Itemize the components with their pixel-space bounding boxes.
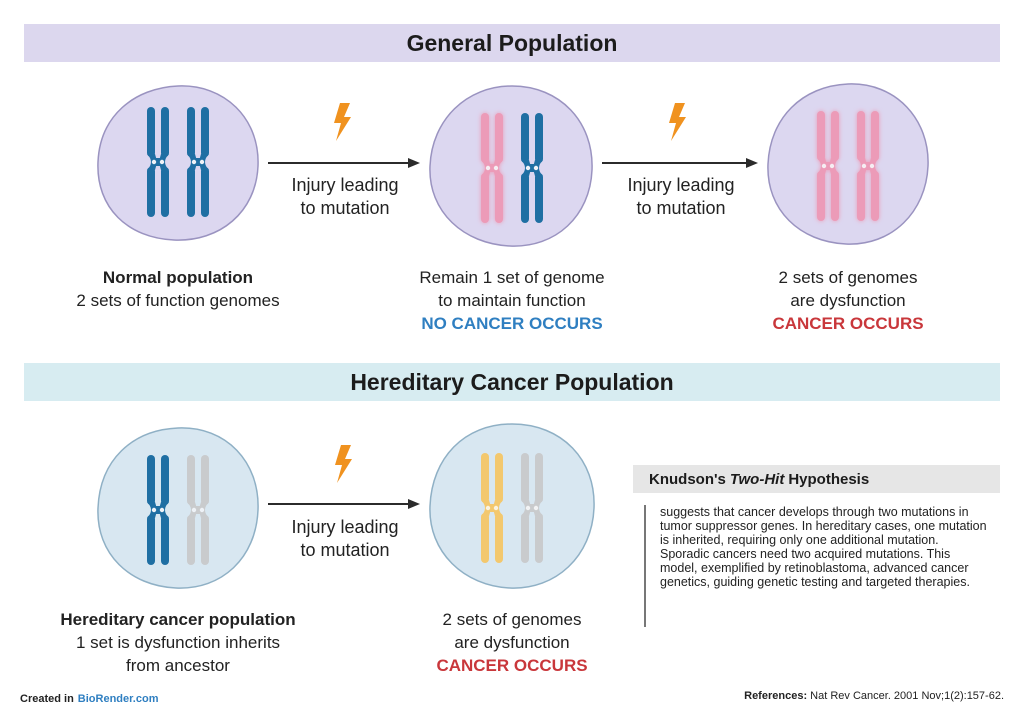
lightning-bolt-icon bbox=[334, 103, 351, 141]
partial-mutation-cell bbox=[429, 85, 593, 247]
arrow-injury-hereditary bbox=[268, 499, 420, 509]
lightning-bolt-icon bbox=[669, 103, 686, 141]
caption-hereditary-cancer: 2 sets of genomes are dysfunction CANCER… bbox=[392, 608, 632, 677]
normal-cell bbox=[97, 85, 259, 241]
hypothesis-title: Knudson's Two-Hit Hypothesis bbox=[633, 465, 1000, 493]
cancer-cell-hereditary bbox=[429, 423, 595, 589]
caption-partial-mutation: Remain 1 set of genome to maintain funct… bbox=[382, 266, 642, 335]
caption-hereditary-population: Hereditary cancer population 1 set is dy… bbox=[60, 610, 296, 675]
hypothesis-body: suggests that cancer develops through tw… bbox=[644, 505, 990, 627]
general-population-title: General Population bbox=[406, 29, 618, 56]
biorender-link[interactable]: BioRender.com bbox=[77, 693, 159, 705]
arrow-injury-2 bbox=[602, 158, 758, 168]
arrow-injury-1 bbox=[268, 158, 420, 168]
general-population-banner: General Population bbox=[24, 24, 1000, 62]
arrow-label-injury-1: Injury leading to mutation bbox=[291, 175, 399, 218]
arrow-label-injury-2: Injury leading to mutation bbox=[627, 175, 735, 218]
references: References: Nat Rev Cancer. 2001 Nov;1(2… bbox=[744, 690, 1004, 702]
hereditary-population-title: Hereditary Cancer Population bbox=[350, 368, 674, 395]
caption-normal-population: Normal population 2 sets of function gen… bbox=[76, 268, 280, 310]
cancer-cell-general bbox=[767, 83, 929, 245]
caption-general-cancer: 2 sets of genomes are dysfunction CANCER… bbox=[728, 266, 968, 335]
hereditary-population-banner: Hereditary Cancer Population bbox=[24, 363, 1000, 401]
cancer-status: CANCER OCCURS bbox=[772, 314, 924, 333]
hereditary-cell bbox=[97, 427, 259, 589]
no-cancer-status: NO CANCER OCCURS bbox=[421, 314, 603, 333]
arrow-label-injury-hereditary: Injury leading to mutation bbox=[291, 517, 399, 560]
cancer-status: CANCER OCCURS bbox=[436, 656, 588, 675]
lightning-bolt-icon bbox=[335, 445, 352, 483]
